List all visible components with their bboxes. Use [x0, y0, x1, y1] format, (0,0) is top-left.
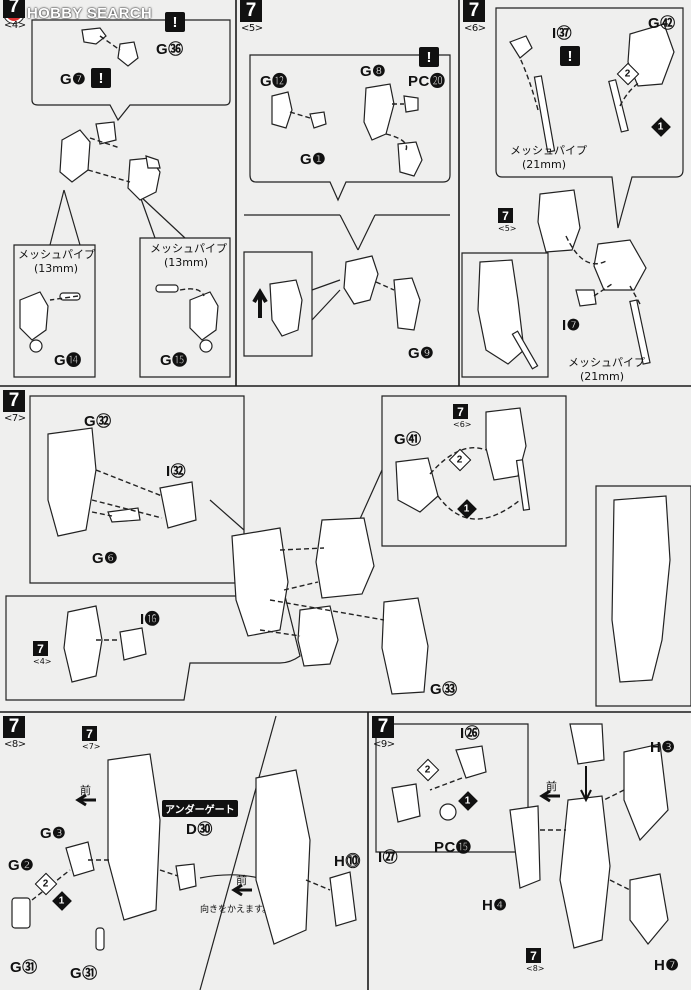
ref-step-substep: <5> — [498, 224, 517, 233]
part-label: G⓬ — [260, 73, 288, 90]
step-number: 7 — [240, 0, 262, 22]
part-label: I㉖ — [460, 725, 481, 742]
step-number: 7 — [372, 716, 394, 738]
part-label: H⓾ — [334, 853, 361, 870]
front-direction-label: 前 — [236, 874, 247, 887]
ref-step-number: 7 — [33, 641, 48, 656]
warning-icon: ! — [560, 46, 580, 66]
mesh-pipe-label: メッシュパイプ — [568, 356, 645, 369]
part-label: D㉚ — [186, 821, 213, 838]
mesh-pipe-label: メッシュパイプ — [510, 144, 587, 157]
part-label: G㊶ — [394, 431, 422, 448]
part-label: G㉛ — [70, 965, 98, 982]
part-label: PC⓴ — [408, 73, 446, 90]
step-number: 7 — [3, 716, 25, 738]
under-gate-badge: アンダーゲート — [162, 800, 238, 817]
hobby-search-logo: HOBBY SEARCH — [4, 3, 152, 23]
mesh-pipe-label: メッシュパイプ — [150, 242, 227, 255]
part-label: PC⓯ — [434, 839, 472, 856]
ref-step-substep: <7> — [82, 742, 101, 751]
part-label: I⓰ — [140, 611, 161, 628]
step-substep: <9> — [373, 739, 395, 750]
part-label: H❹ — [482, 897, 508, 914]
part-label: G㊱ — [156, 41, 184, 58]
warning-icon: ! — [419, 47, 439, 67]
front-direction-label: 前 — [80, 784, 91, 797]
step-substep: <7> — [4, 413, 26, 424]
part-label: G㊷ — [648, 15, 676, 32]
ref-step-number: 7 — [498, 208, 513, 223]
step-substep: <6> — [464, 23, 486, 34]
mesh-pipe-length: (13mm) — [34, 262, 79, 275]
part-label: I❼ — [562, 317, 581, 334]
step-substep: <8> — [4, 739, 26, 750]
part-label: I㉜ — [166, 463, 187, 480]
step-number: 7 — [463, 0, 485, 22]
part-label: G❶ — [300, 151, 327, 168]
ref-step-substep: <4> — [33, 657, 52, 666]
mesh-pipe-length: (21mm) — [580, 370, 625, 383]
part-label: I㉗ — [378, 849, 399, 866]
part-label: G㉛ — [10, 959, 38, 976]
ref-step-substep: <8> — [526, 964, 545, 973]
part-label: H❸ — [650, 739, 676, 756]
step-number: 7 — [3, 0, 25, 18]
part-label: G⓮ — [54, 352, 82, 369]
part-label: G❾ — [408, 345, 435, 362]
part-label: G❻ — [92, 550, 119, 567]
mesh-pipe-length: (13mm) — [164, 256, 209, 269]
part-label: G❼ — [60, 71, 87, 88]
ref-step-substep: <6> — [453, 420, 472, 429]
ref-step-number: 7 — [453, 404, 468, 419]
warning-icon: ! — [91, 68, 111, 88]
ref-step-number: 7 — [526, 948, 541, 963]
part-label: G⓯ — [160, 352, 188, 369]
ref-step-number: 7 — [82, 726, 97, 741]
step-substep: <5> — [241, 23, 263, 34]
step-number: 7 — [3, 390, 25, 412]
part-label: I㊲ — [552, 25, 573, 42]
front-direction-label: 前 — [546, 780, 557, 793]
mesh-pipe-label: メッシュパイプ — [18, 248, 95, 261]
part-label: G㉝ — [430, 681, 458, 698]
part-label: H❼ — [654, 957, 680, 974]
turn-note: 向きをかえます。 — [200, 905, 272, 915]
part-label: G㉜ — [84, 413, 112, 430]
part-label: G❽ — [360, 63, 387, 80]
step-substep: <4> — [4, 20, 26, 31]
part-label: G❸ — [40, 825, 67, 842]
logo-text: HOBBY SEARCH — [27, 4, 153, 22]
warning-icon: ! — [165, 12, 185, 32]
mesh-pipe-length: (21mm) — [522, 158, 567, 171]
part-label: G❷ — [8, 857, 35, 874]
